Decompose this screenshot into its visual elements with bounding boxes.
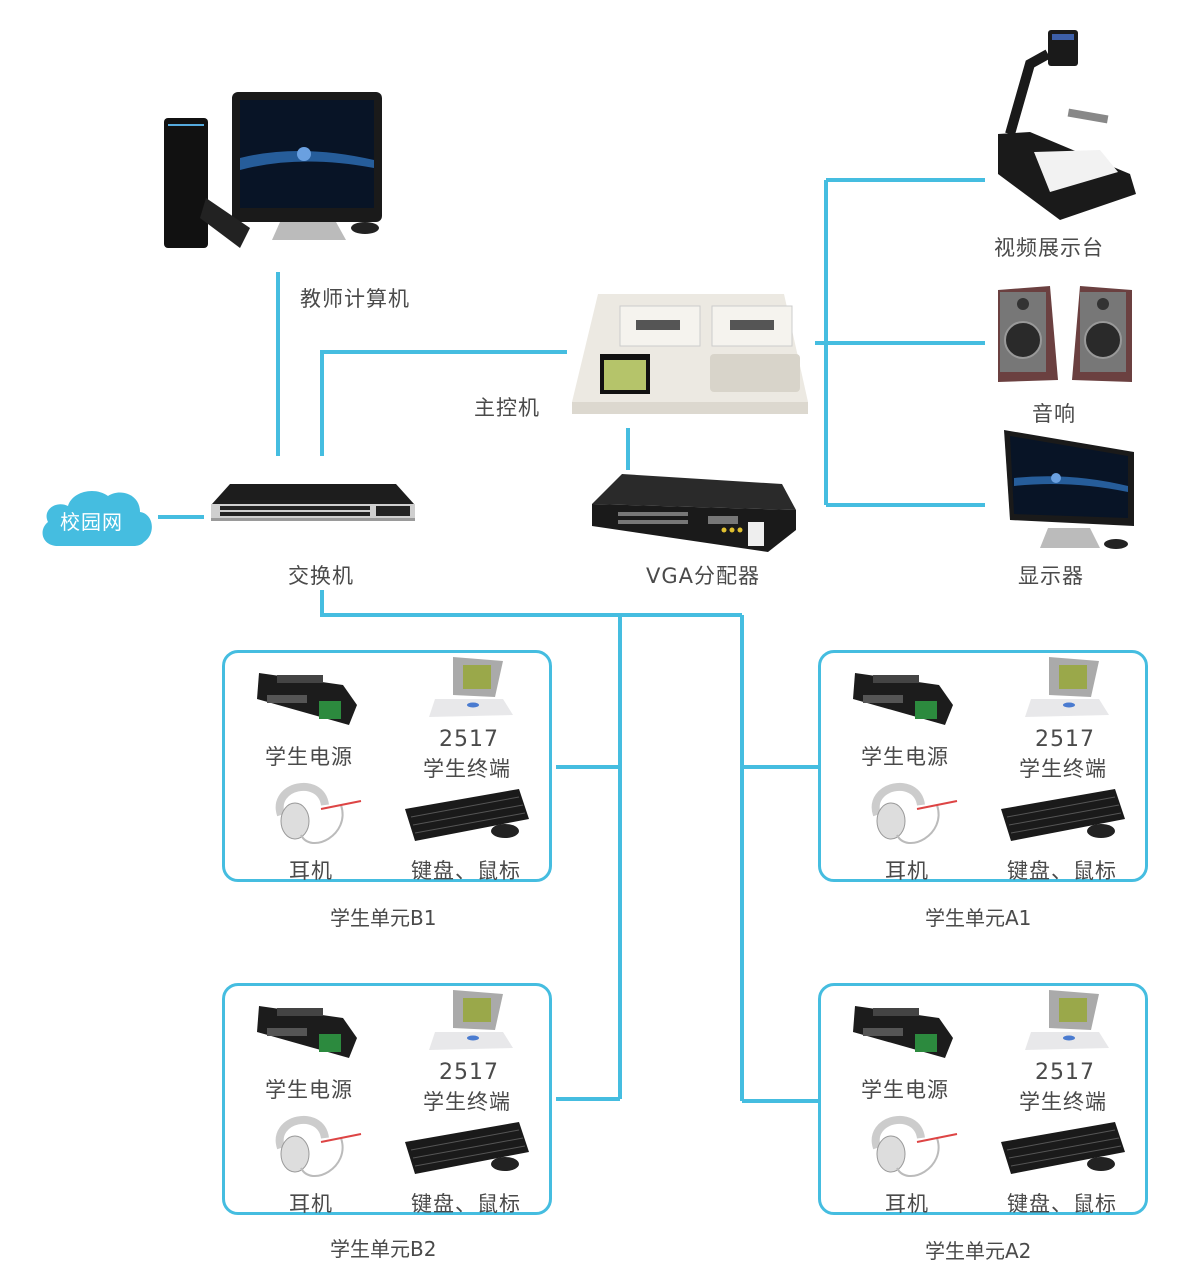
terminal-model-label: 2517 — [1035, 1060, 1095, 1085]
wire-switch-students — [320, 590, 742, 617]
terminal-model-label: 2517 — [439, 727, 499, 752]
network-switch-icon — [211, 484, 415, 521]
headset-label: 耳机 — [885, 1192, 929, 1216]
headset-icon — [275, 1116, 362, 1178]
document-camera-icon — [998, 30, 1136, 220]
student-unit-title: 学生单元B2 — [330, 1237, 437, 1261]
campus-network-label: 校园网 — [60, 510, 123, 534]
keyboard-mouse-icon — [1001, 789, 1125, 841]
keyboard-mouse-label: 键盘、鼠标 — [1007, 1192, 1117, 1216]
keyboard-mouse-icon — [405, 789, 529, 841]
student-unit-a2: 学生电源 2517 学生终端 耳机 键盘、鼠标 — [818, 983, 1148, 1216]
switch-label: 交换机 — [288, 564, 354, 588]
vga-splitter-label: VGA分配器 — [646, 564, 761, 588]
student-terminal-label: 学生终端 — [423, 1090, 511, 1114]
terminal-model-label: 2517 — [1035, 727, 1095, 752]
student-terminal-icon — [1025, 657, 1109, 717]
student-power-label: 学生电源 — [861, 745, 949, 769]
student-unit-a1: 学生电源 2517 学生终端 耳机 键盘、鼠标 — [818, 650, 1148, 883]
visualizer-label: 视频展示台 — [994, 236, 1104, 260]
student-unit-b1: 学生电源 2517 学生终端 耳机 键盘、鼠标 — [222, 650, 552, 883]
speakers-node — [990, 284, 1140, 384]
teacher-pc-label: 教师计算机 — [300, 287, 410, 311]
speakers-icon — [998, 286, 1132, 382]
student-power-icon — [257, 1006, 357, 1058]
keyboard-mouse-label: 键盘、鼠标 — [411, 1192, 521, 1216]
student-terminal-icon — [1025, 990, 1109, 1050]
student-unit-title: 学生单元A1 — [925, 906, 1032, 930]
display-label: 显示器 — [1018, 564, 1084, 588]
student-power-icon — [853, 673, 953, 725]
teacher-pc-node — [160, 88, 390, 258]
student-terminal-icon — [429, 990, 513, 1050]
student-power-icon — [853, 1006, 953, 1058]
student-terminal-label: 学生终端 — [1019, 1090, 1107, 1114]
campus-network-node: 校园网 — [36, 484, 156, 550]
student-power-icon — [257, 673, 357, 725]
student-unit-title: 学生单元B1 — [330, 906, 437, 930]
cloud-icon — [42, 491, 152, 546]
main-controller-node — [570, 290, 810, 416]
keyboard-mouse-label: 键盘、鼠标 — [411, 859, 521, 883]
student-power-label: 学生电源 — [265, 1078, 353, 1102]
keyboard-mouse-icon — [1001, 1122, 1125, 1174]
wire-switch-controller — [320, 350, 567, 456]
headset-icon — [275, 783, 362, 845]
student-power-label: 学生电源 — [861, 1078, 949, 1102]
monitor-icon — [1004, 430, 1134, 549]
vga-splitter-node — [588, 470, 798, 560]
desktop-computer-icon — [164, 92, 382, 248]
switch-node — [208, 480, 418, 540]
student-terminal-label: 学生终端 — [1019, 757, 1107, 781]
student-unit-title: 学生单元A2 — [925, 1239, 1032, 1263]
student-terminal-icon — [429, 657, 513, 717]
terminal-model-label: 2517 — [439, 1060, 499, 1085]
student-terminal-label: 学生终端 — [423, 757, 511, 781]
language-lab-console-icon — [572, 294, 808, 414]
keyboard-mouse-icon — [405, 1122, 529, 1174]
headset-icon — [871, 783, 958, 845]
student-power-label: 学生电源 — [265, 745, 353, 769]
main-controller-label: 主控机 — [474, 396, 540, 420]
speakers-label: 音响 — [1032, 402, 1076, 426]
visualizer-node — [990, 24, 1140, 224]
headset-label: 耳机 — [289, 859, 333, 883]
headset-label: 耳机 — [289, 1192, 333, 1216]
display-node — [1000, 428, 1140, 556]
vga-splitter-icon — [592, 474, 796, 552]
headset-label: 耳机 — [885, 859, 929, 883]
student-unit-b2: 学生电源 2517 学生终端 耳机 键盘、鼠标 — [222, 983, 552, 1216]
keyboard-mouse-label: 键盘、鼠标 — [1007, 859, 1117, 883]
headset-icon — [871, 1116, 958, 1178]
